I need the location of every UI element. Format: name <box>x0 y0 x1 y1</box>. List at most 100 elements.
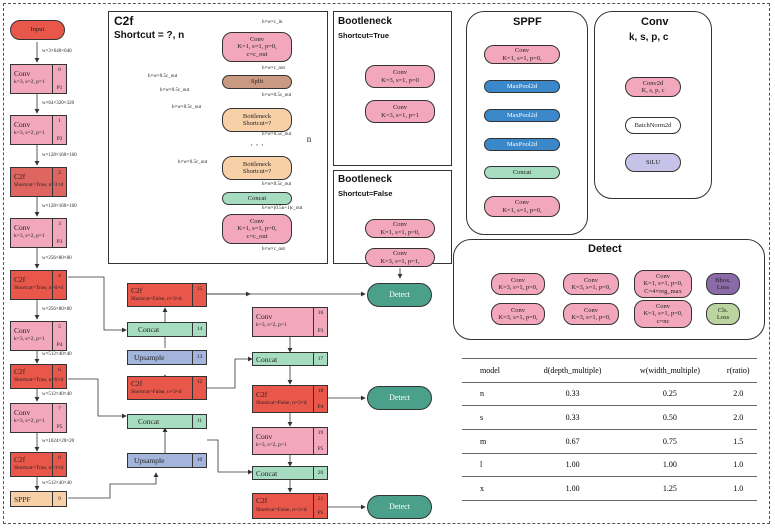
box-index: 16 <box>317 310 324 316</box>
c2f-label-10: h×w×c_out <box>262 247 285 252</box>
sppf-maxpool-1: MaxPool2d <box>484 80 560 93</box>
detect-cls-loss: Cls. Loss <box>706 303 740 325</box>
detect-r2-conv3: Conv K=1, s=1, p=0, c=nc <box>634 300 692 328</box>
table-cell: 2.0 <box>719 381 757 407</box>
table-cell: 1.00 <box>524 452 621 478</box>
box-title: C2f <box>14 275 26 284</box>
bottleneck-true-conv1: Conv K=3, s=1, p=0 <box>365 65 435 88</box>
box-sub: Shortcut=False, n=3×d <box>256 400 307 406</box>
table-cell: x <box>462 476 525 501</box>
box-index: 11 <box>196 418 203 424</box>
box-index: 14 <box>196 326 203 332</box>
dim-label-3: w×128×160×160 <box>42 204 77 209</box>
backbone-sppf: SPPF 9 <box>10 491 67 507</box>
conv-silu: SiLU <box>625 153 681 172</box>
bottleneck-false-title: Bootleneck <box>338 174 392 185</box>
table-cell: 0.50 <box>620 405 720 430</box>
neck-concat-20: Concat 20 <box>252 466 328 480</box>
bottleneck-false-conv2: Conv K=3, s=1, p=1, <box>365 248 435 267</box>
detect-loss-label: Cls. Loss <box>716 306 730 321</box>
box-title: Conv <box>256 432 273 441</box>
c2f-label-3: h×w×0.5c_out <box>160 88 190 93</box>
detect-loss-label: Bbox. Loss <box>715 276 731 291</box>
table-row: x 1.00 1.25 1.0 <box>462 476 757 501</box>
box-title: Upsample <box>134 353 165 362</box>
table-row: l 1.00 1.00 1.0 <box>462 452 757 478</box>
c2f-label-9: h×w×(0.5n+1)c_out <box>262 206 303 211</box>
sppf-maxpool-2: MaxPool2d <box>484 109 560 122</box>
dim-label-6: w×512×40×40 <box>42 352 72 357</box>
sppf-conv2-label: Conv K=1, s=1, p=0, <box>502 199 542 214</box>
backbone-c2f-6: C2f Shortcut=True, n=6×d 6 <box>10 364 67 389</box>
detect-conv-label: Conv K=3, s=1, p=0, <box>571 306 611 321</box>
table-cell: 1.25 <box>620 476 720 501</box>
sppf-maxpool-label: MaxPool2d <box>506 111 538 119</box>
table-row: s 0.33 0.50 2.0 <box>462 405 757 430</box>
input-node: Input <box>10 20 65 40</box>
box-index: 12 <box>196 379 203 385</box>
model-scale-table: model d(depth_multiple) w(width_multiple… <box>462 358 757 501</box>
conv-batchnorm-label: BatchNorm2d <box>634 121 672 129</box>
sppf-conv1-label: Conv K=1, s=1, p=0, <box>502 47 542 62</box>
table-header-cell: model <box>462 358 525 383</box>
detect-r1-conv1: Conv K=3, s=1, p=0, <box>491 273 545 295</box>
table-cell: 1.5 <box>719 428 757 454</box>
box-title: C2f <box>14 367 26 376</box>
box-sub: k=3, s=2, p=1 <box>14 336 45 342</box>
bottleneck-false-conv1-label: Conv K=1, s=1, p=0, <box>380 221 420 236</box>
conv-batchnorm: BatchNorm2d <box>625 117 681 134</box>
dim-label-1: w×64×320×320 <box>42 101 75 106</box>
bottleneck-false-subtitle: Shortcut=False <box>338 189 393 198</box>
box-title: Concat <box>138 417 160 426</box>
box-level: P3 <box>317 328 324 334</box>
c2f-label-in: h×w×c_in <box>262 20 283 25</box>
c2f-concat: Concat <box>222 192 292 205</box>
table-cell: 0.33 <box>524 405 621 430</box>
dim-label-5: w×256×80×80 <box>42 307 72 312</box>
box-sub: Shortcut=True, n=3×d <box>14 465 64 471</box>
bottleneck-false-conv1: Conv K=1, s=1, p=0, <box>365 219 435 238</box>
box-level: P5 <box>317 510 324 516</box>
c2f-split: Split <box>222 75 292 89</box>
box-index: 8 <box>58 455 61 461</box>
table-cell: m <box>462 428 525 454</box>
box-sub: k=3, s=2, p=1 <box>256 442 287 448</box>
conv-conv2d-label: Conv2d K, s, p, c <box>641 79 665 94</box>
table-header-cell: r(ratio) <box>719 358 757 383</box>
box-index: 15 <box>196 286 203 292</box>
dim-label-9: w×512×40×40 <box>42 481 72 486</box>
c2f-label-4: h×w×0.5c_out <box>262 93 292 98</box>
box-sub: Shortcut=False, n=3×d <box>256 507 307 513</box>
c2f-label-2: h×w×0.5c_out <box>148 74 178 79</box>
neck-concat-17: Concat 17 <box>252 352 328 366</box>
box-index: 4 <box>58 273 61 279</box>
box-sub: k=3, s=2, p=1 <box>14 418 45 424</box>
detect-r1-conv3: Conv K=1, s=1, p=0, C=4×reg_max <box>634 270 692 298</box>
c2f-bottleneck-label: Bottleneck Shortcut=? <box>242 112 272 127</box>
box-title: Conv <box>14 223 31 232</box>
backbone-c2f-8: C2f Shortcut=True, n=3×d 8 <box>10 452 67 477</box>
box-level: P3 <box>56 239 63 245</box>
neck-concat-14: Concat 14 <box>127 322 207 337</box>
sppf-maxpool-label: MaxPool2d <box>506 82 538 90</box>
backbone-c2f-4: C2f Shortcut=True, n=6×d 4 <box>10 270 67 300</box>
box-index: 13 <box>196 354 203 360</box>
box-title: Concat <box>256 355 278 364</box>
bottleneck-true-panel <box>333 11 452 166</box>
conv-silu-label: SiLU <box>645 158 661 166</box>
c2f-label-8: h×w×0.5c_out <box>262 182 292 187</box>
bottleneck-true-subtitle: Shortcut=True <box>338 31 390 40</box>
detect-conv-label: Conv K=1, s=1, p=0, C=4×reg_max <box>643 272 683 295</box>
box-title: C2f <box>131 379 143 388</box>
table-header-cell: d(depth_multiple) <box>524 358 621 383</box>
sppf-title: SPPF <box>513 16 542 28</box>
box-sub: k=3, s=2, p=1 <box>14 233 45 239</box>
box-index: 19 <box>317 430 324 436</box>
box-index: 9 <box>58 496 61 502</box>
table-row: n 0.33 0.25 2.0 <box>462 381 757 407</box>
sppf-maxpool-3: MaxPool2d <box>484 138 560 151</box>
